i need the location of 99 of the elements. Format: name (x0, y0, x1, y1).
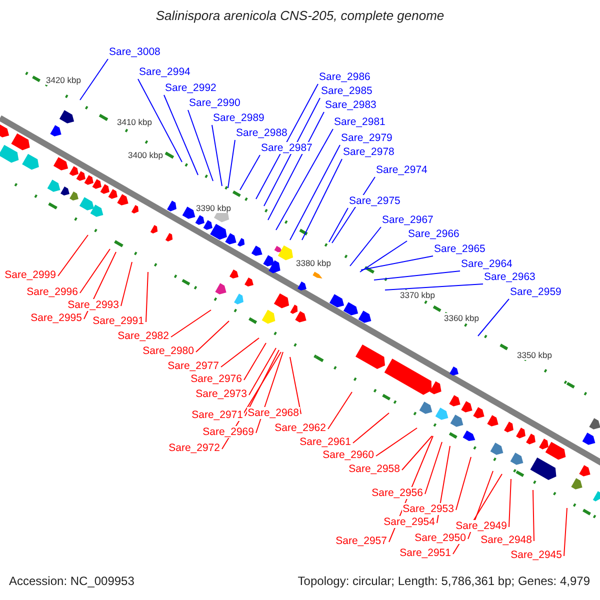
leader-line (350, 226, 382, 266)
leader-line (402, 436, 432, 470)
leader-line (376, 428, 418, 456)
gene-label: Sare_2980 (142, 345, 195, 357)
scale-label: 3360 kbp (444, 313, 479, 323)
gene-label: Sare_2995 (30, 312, 83, 324)
gene-label: Sare_2966 (407, 228, 460, 240)
gene-label: Sare_2990 (188, 97, 242, 109)
leader-line (80, 248, 110, 294)
gene-label: Sare_2986 (318, 71, 372, 83)
gene-label: Sare_2977 (166, 360, 220, 372)
leader-line (276, 128, 334, 230)
gene-label: Sare_2991 (92, 315, 145, 327)
leader-line (170, 310, 212, 338)
gene-label: Sare_2959 (509, 286, 562, 298)
gene-label: Sare_2962 (274, 422, 327, 434)
gene-label: Sare_2960 (322, 449, 375, 461)
gene-label: Sare_2965 (433, 243, 486, 255)
gene-label: Sare_2961 (298, 436, 352, 448)
title: Salinispora arenicola CNS-205, complete genome (154, 10, 446, 22)
gene-label: Sare_2979 (340, 132, 394, 144)
gene-label: Sare_2964 (460, 258, 514, 270)
leader-line (508, 478, 512, 528)
leader-line (360, 256, 434, 270)
scale-label: 3380 kbp (296, 258, 331, 268)
leader-line (532, 490, 534, 542)
leader-line (374, 270, 460, 280)
gene-label: Sare_2957 (334, 535, 388, 547)
gene-label: Sare_2958 (348, 463, 401, 475)
leader-line (352, 412, 390, 444)
leader-line (120, 262, 132, 306)
gene-label: Sare_2953 (402, 503, 455, 515)
leader-line (244, 342, 266, 380)
gene-label: Sare_2976 (190, 373, 243, 385)
gene-label: Sare_2967 (381, 214, 434, 226)
scale-label: 3400 kbp (128, 150, 163, 160)
gene-label: Sare_2983 (324, 99, 378, 111)
leader-line (146, 272, 148, 322)
leader-line (80, 58, 108, 100)
gene-label: Sare_2993 (66, 299, 120, 311)
leader-line (360, 240, 408, 272)
gene-label: Sare_2982 (116, 330, 170, 342)
leader-line (268, 112, 324, 220)
leader-line (188, 110, 214, 182)
genome-info-label: Topology: circular; Length: 5,786,361 bp; Genes: 4,979 (298, 575, 590, 587)
scale-label: 3350 kbp (517, 350, 552, 360)
gene-label: Sare_2968 (246, 407, 300, 419)
scale-label: 3410 kbp (117, 117, 152, 127)
gene-label: Sare_2951 (398, 547, 452, 559)
leader-line (244, 350, 280, 416)
accession-label: Accession: NC_009953 (9, 575, 134, 587)
gene-label: Sare_2985 (320, 85, 374, 97)
leader-line (138, 78, 182, 162)
gene-label: Sare_2988 (235, 127, 288, 139)
leader-line (58, 234, 88, 276)
gene-label: Sare_2999 (4, 269, 57, 281)
scale-label: 3420 kbp (46, 75, 81, 85)
leader-line (264, 98, 320, 206)
leader-line (302, 158, 342, 240)
gene-label: Sare_2973 (194, 388, 248, 400)
gene-label: Sare_2981 (333, 116, 386, 128)
gene-label: Sare_2992 (164, 82, 218, 94)
leader-line (228, 140, 236, 188)
leader-line (328, 208, 348, 242)
leader-line (256, 84, 318, 200)
leader-line (290, 144, 340, 240)
gene-label: Sare_2971 (190, 409, 244, 421)
leader-line (220, 338, 260, 368)
leader-line (478, 298, 510, 336)
gene-label: Sare_2987 (260, 142, 314, 154)
scale-label: 3370 kbp (400, 290, 435, 300)
gene-label: Sare_2972 (168, 442, 221, 454)
gene-label: Sare_3008 (108, 46, 162, 58)
leader-line (212, 124, 222, 186)
gene-label: Sare_2954 (382, 516, 436, 528)
gene-label: Sare_2989 (212, 112, 266, 124)
leader-line (564, 508, 568, 556)
leader-line (456, 456, 472, 510)
leader-line (384, 284, 484, 290)
leader-line (290, 356, 302, 414)
gene-label: Sare_2978 (342, 146, 396, 158)
gene-label: Sare_2974 (375, 164, 428, 176)
gene-label: Sare_2948 (480, 534, 533, 546)
leader-line (164, 94, 198, 176)
leader-line (328, 392, 352, 430)
leader-line (196, 320, 230, 352)
gene-label: Sare_2975 (348, 195, 402, 207)
gene-label: Sare_2994 (138, 66, 192, 78)
leader-line (248, 348, 276, 396)
gene-label: Sare_2996 (26, 286, 79, 298)
leader-line (240, 154, 260, 190)
gene-label: Sare_2950 (414, 532, 467, 544)
gene-label: Sare_2945 (510, 549, 563, 561)
scale-label: 3390 kbp (196, 203, 231, 213)
gene-label: Sare_2949 (454, 520, 508, 532)
gene-label: Sare_2963 (483, 271, 536, 283)
leader-line (424, 442, 442, 494)
gene-label: Sare_2956 (370, 487, 424, 499)
gene-label: Sare_2969 (202, 426, 255, 438)
